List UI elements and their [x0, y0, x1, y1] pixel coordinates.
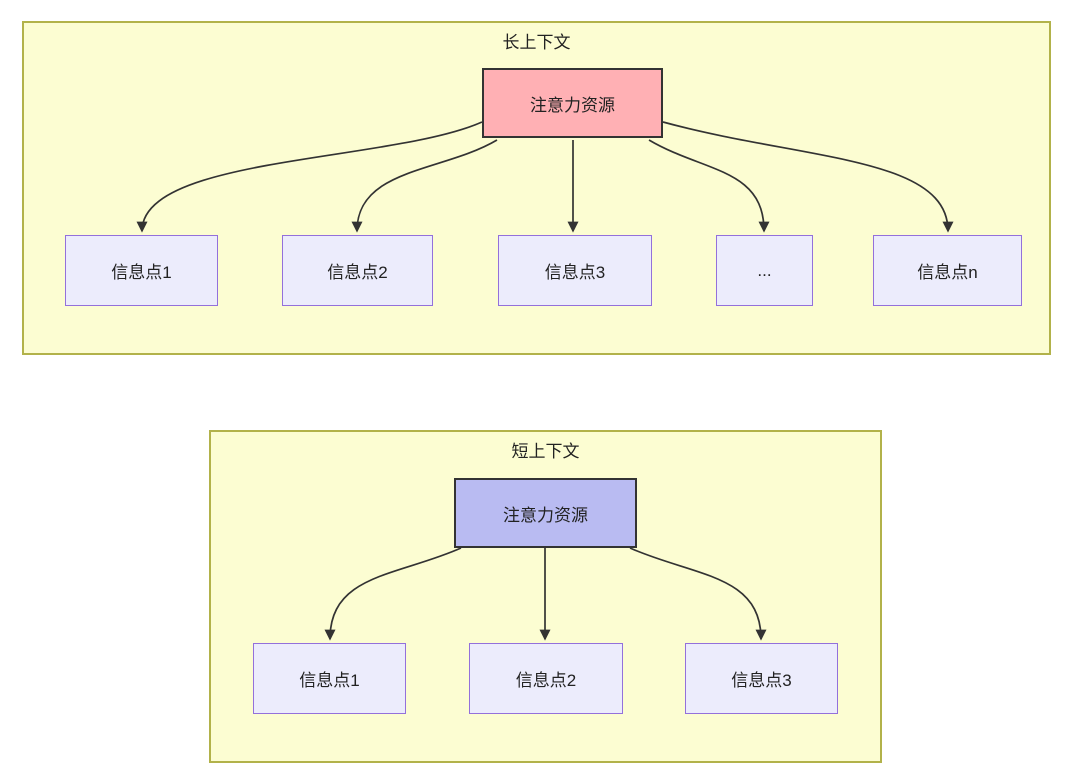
long-info-point-ellipsis-node: ...: [716, 235, 813, 306]
long-attention-resource-node: 注意力资源: [482, 68, 663, 138]
long-info-point-n-node: 信息点n: [873, 235, 1022, 306]
long-info-point-2-node: 信息点2: [282, 235, 433, 306]
short-info-point-3-node: 信息点3: [685, 643, 838, 714]
long-context-title: 长上下文: [502, 33, 571, 52]
short-attention-resource-node: 注意力资源: [454, 478, 637, 548]
short-info-point-1-node: 信息点1: [253, 643, 406, 714]
short-info-point-2-node: 信息点2: [469, 643, 623, 714]
short-context-title: 短上下文: [511, 442, 580, 461]
long-info-point-1-node: 信息点1: [65, 235, 218, 306]
long-info-point-3-node: 信息点3: [498, 235, 652, 306]
